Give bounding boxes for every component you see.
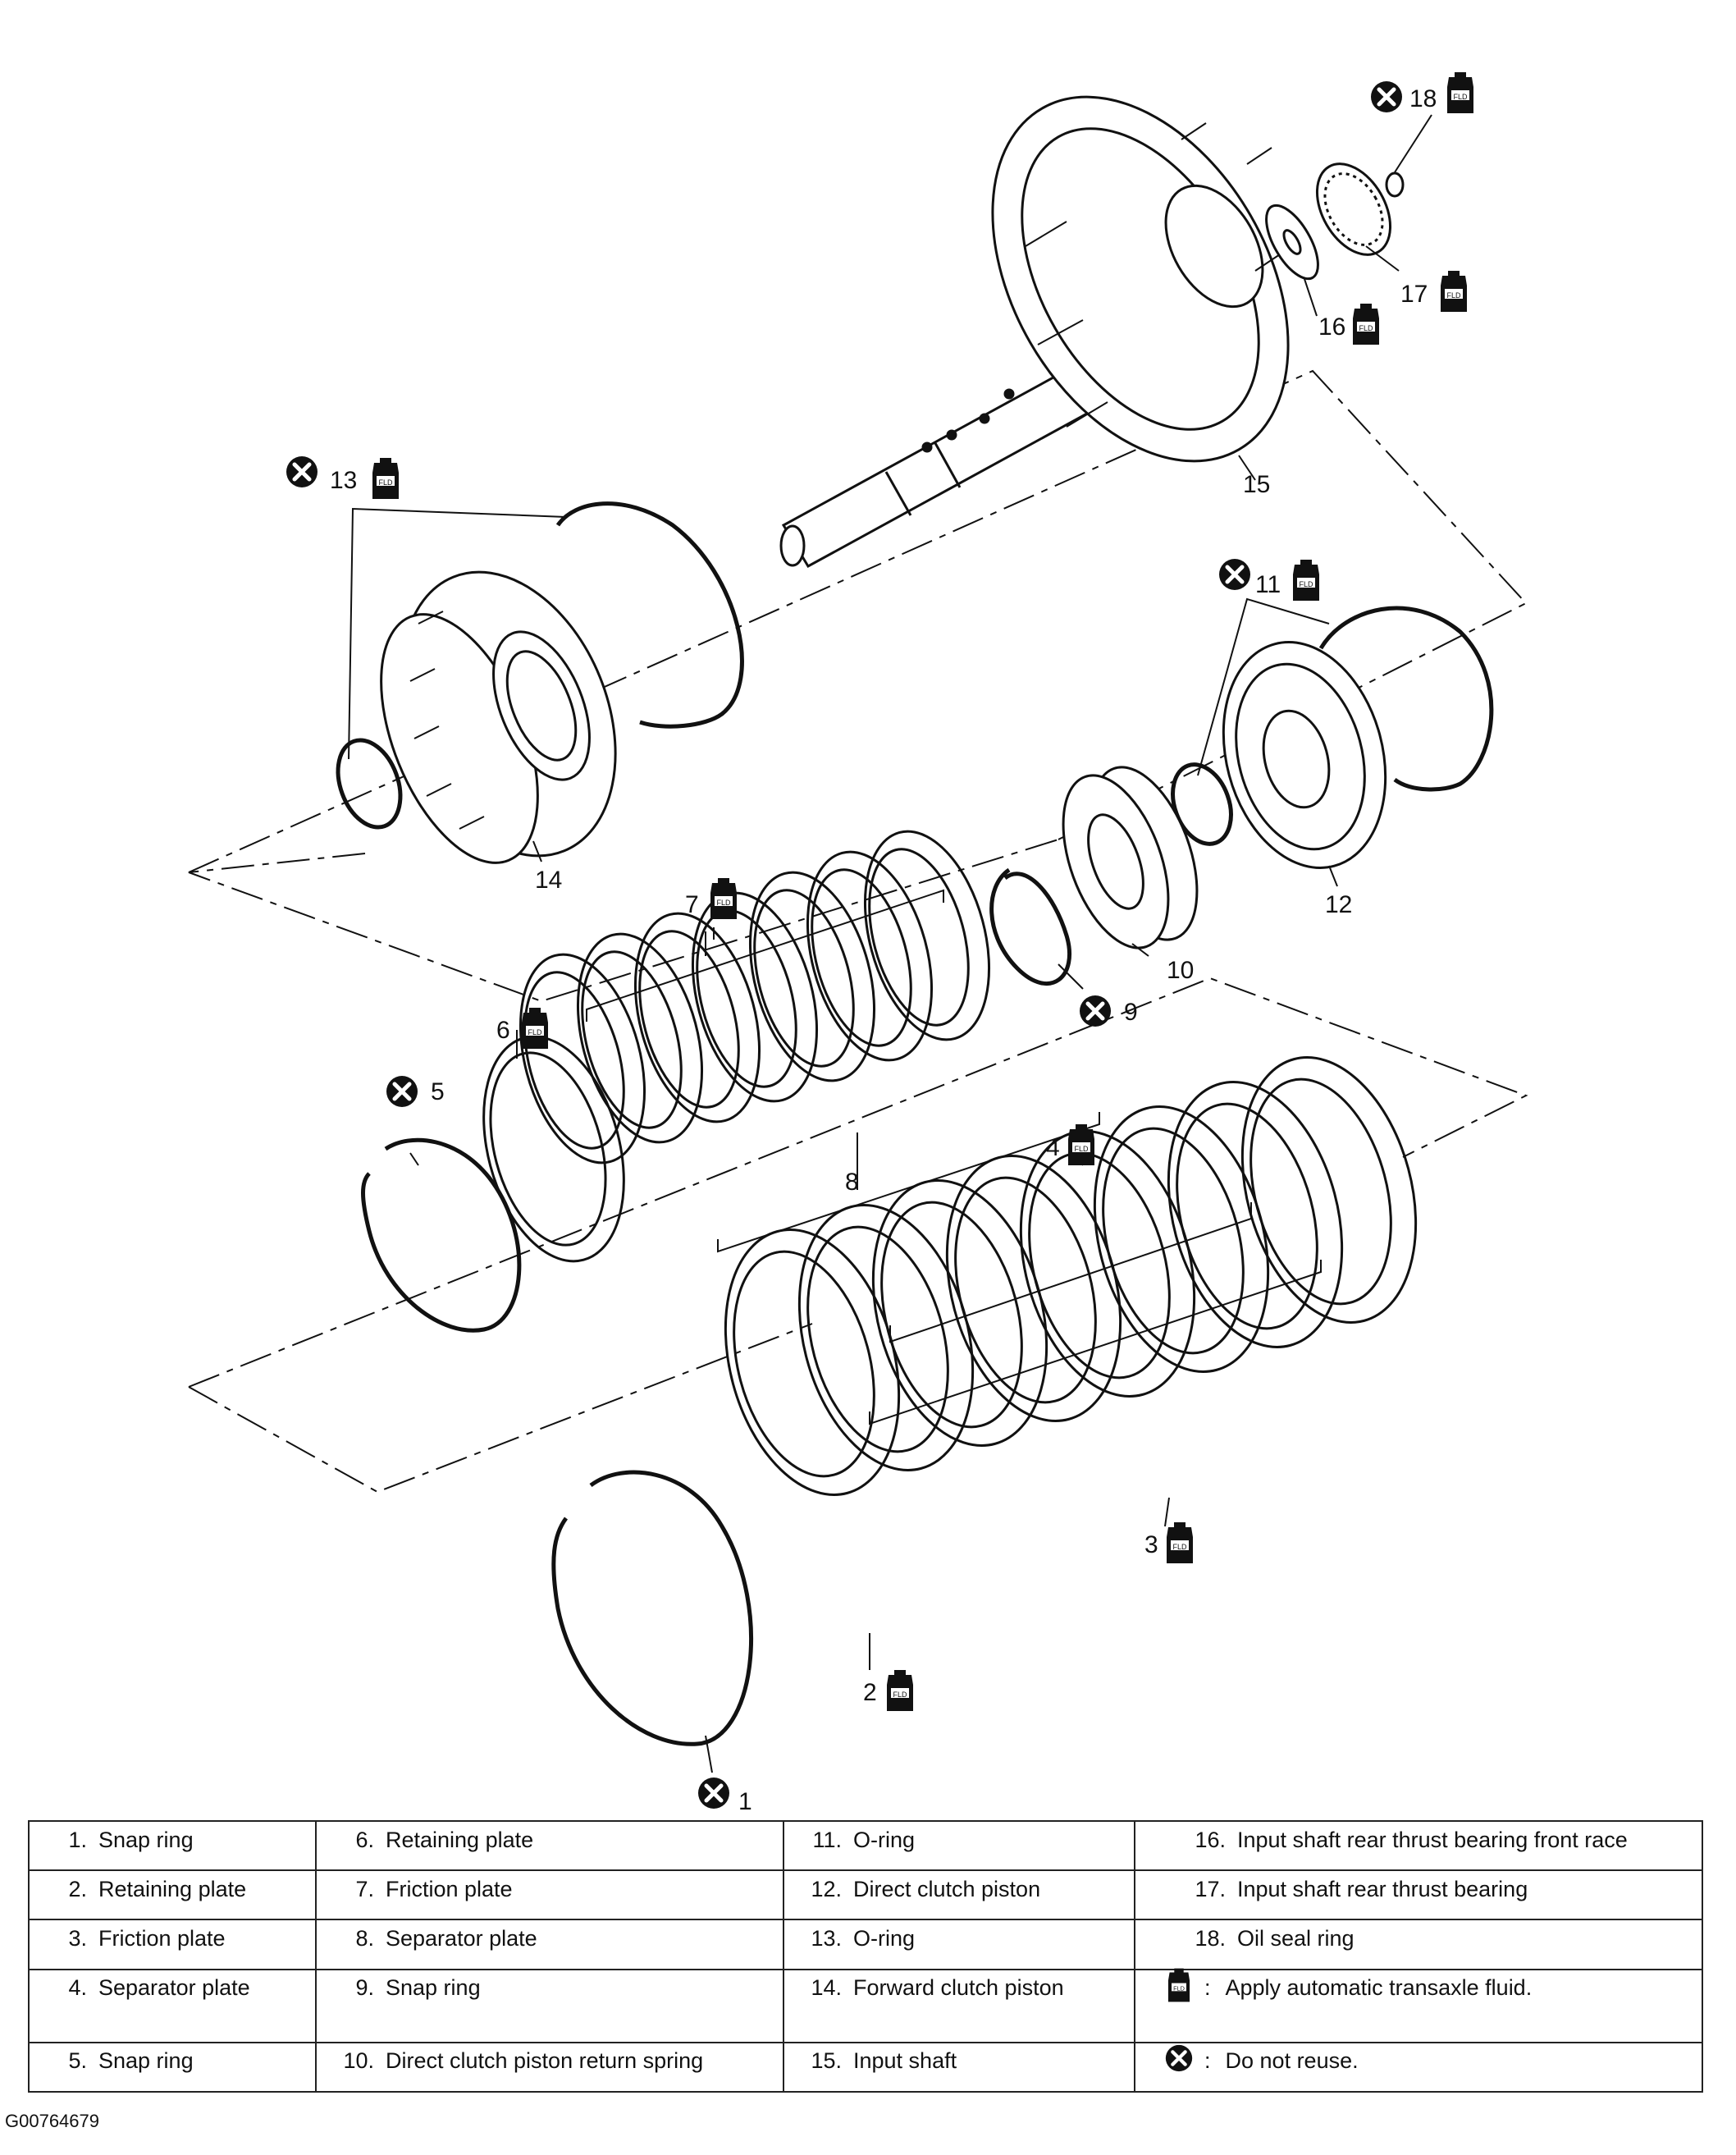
o-ring-large-11: [1318, 606, 1494, 792]
exploded-view-diagram: FLD: [188, 72, 1528, 1815]
legend-row: 5. Snap ring 10. Direct clutch piston retu…: [28, 2041, 1703, 2093]
legend-label: Separator plate: [386, 1925, 537, 1951]
legend-num: 10.: [343, 2048, 374, 2074]
legend-num: 4.: [68, 1975, 87, 2001]
legend-label: Input shaft: [853, 2048, 957, 2074]
group-brackets: [586, 889, 1322, 1425]
legend-num: 5.: [68, 2048, 87, 2074]
snap-ring-5: [361, 1137, 522, 1333]
callout-13: 13: [330, 467, 357, 494]
legend-row: 3. Friction plate 8. Separator plate 13. O-…: [28, 1919, 1703, 1970]
parts-legend-table: 1.Snap ring 6.Retaining plate 11.O-ring …: [28, 1819, 1703, 2093]
snap-ring-1: [551, 1470, 753, 1746]
o-ring-large: [555, 501, 744, 729]
callout-14: 14: [535, 867, 562, 894]
legend-num: 9.: [355, 1975, 374, 2001]
legend-label: Friction plate: [98, 1925, 226, 1951]
callout-5: 5: [431, 1078, 445, 1105]
legend-num: 12.: [811, 1876, 842, 1901]
callout-10: 10: [1167, 957, 1194, 984]
return-spring: [1062, 766, 1199, 949]
legend-row: 4. Separator plate 9. Snap ring 14. Forward…: [28, 1967, 1703, 2043]
legend-label: Direct clutch piston: [853, 1876, 1041, 1901]
legend-label: Retaining plate: [98, 1876, 247, 1901]
legend-label: Input shaft rear thrust bearing: [1237, 1876, 1528, 1901]
legend-label: Friction plate: [386, 1876, 513, 1901]
thrust-bearing-race: [1265, 204, 1319, 281]
legend-num: 8.: [355, 1925, 374, 1951]
legend-label: Separator plate: [98, 1975, 250, 2001]
lower-clutch-pack: [724, 1056, 1418, 1496]
direct-clutch-piston: [1222, 641, 1387, 869]
figure-id: G00764679: [5, 2111, 99, 2131]
legend-num: 2.: [68, 1876, 87, 1901]
legend-num: 17.: [1195, 1876, 1226, 1901]
leader-lines: [348, 114, 1432, 1773]
legend-label: O-ring: [853, 1925, 916, 1951]
forward-clutch-piston: [380, 570, 617, 864]
callout-8: 8: [845, 1169, 859, 1196]
legend-label: Direct clutch piston return spring: [386, 2048, 704, 2074]
fluid-legend-icon: [1144, 1967, 1193, 2009]
legend-num: 6.: [355, 1827, 374, 1852]
legend-label: Snap ring: [98, 1827, 194, 1852]
legend-row: 2. Retaining plate 7. Friction plate 12. Di…: [28, 1869, 1703, 1921]
legend-label: Snap ring: [98, 2048, 194, 2074]
callout-labels: 1 2 3 4 5 6 7 8 9 10 11 12 13 14 15 16 1…: [330, 85, 1437, 1815]
callout-11: 11: [1255, 571, 1281, 598]
snap-ring-9: [989, 867, 1072, 986]
callout-7: 7: [685, 891, 699, 918]
o-ring-small: [336, 738, 403, 830]
legend-row: 1.Snap ring 6.Retaining plate 11.O-ring …: [28, 1819, 1703, 1872]
fluid-legend-label: Apply automatic transaxle fluid.: [1225, 1975, 1533, 2001]
callout-9: 9: [1124, 999, 1138, 1026]
no-reuse-legend-sep: :: [1204, 2048, 1211, 2074]
legend-num: 14.: [811, 1975, 842, 2001]
callout-1: 1: [738, 1788, 752, 1815]
legend-num: 3.: [68, 1925, 87, 1951]
legend-num: 1.: [68, 1827, 87, 1852]
legend-num: 16.: [1195, 1827, 1226, 1852]
callout-17: 17: [1400, 281, 1428, 308]
callout-3: 3: [1144, 1531, 1158, 1558]
callout-4: 4: [1046, 1134, 1060, 1161]
callout-12: 12: [1325, 891, 1352, 918]
oil-seal-ring: [1385, 172, 1405, 198]
legend-label: Retaining plate: [386, 1827, 534, 1852]
legend-label: Snap ring: [386, 1975, 481, 2001]
legend-num: 18.: [1195, 1925, 1226, 1951]
callout-15: 15: [1243, 471, 1270, 498]
legend-num: 15.: [811, 2048, 842, 2074]
fluid-legend-sep: :: [1204, 1975, 1211, 2001]
callout-16: 16: [1318, 313, 1345, 341]
legend-num: 13.: [811, 1925, 842, 1951]
legend-label: Input shaft rear thrust bearing front ra…: [1237, 1827, 1628, 1852]
callout-6: 6: [496, 1017, 510, 1044]
callout-2: 2: [863, 1679, 877, 1706]
legend-label: O-ring: [853, 1827, 916, 1852]
legend-num: 11.: [812, 1827, 842, 1852]
no-reuse-legend-icon: [1144, 2044, 1193, 2078]
legend-num: 7.: [355, 1876, 374, 1901]
no-reuse-legend-label: Do not reuse.: [1225, 2048, 1359, 2074]
thrust-bearing: [1315, 162, 1392, 256]
legend-label: Forward clutch piston: [853, 1975, 1064, 2001]
input-shaft: [779, 95, 1290, 569]
legend-label: Oil seal ring: [1237, 1925, 1355, 1951]
callout-18: 18: [1409, 85, 1437, 112]
